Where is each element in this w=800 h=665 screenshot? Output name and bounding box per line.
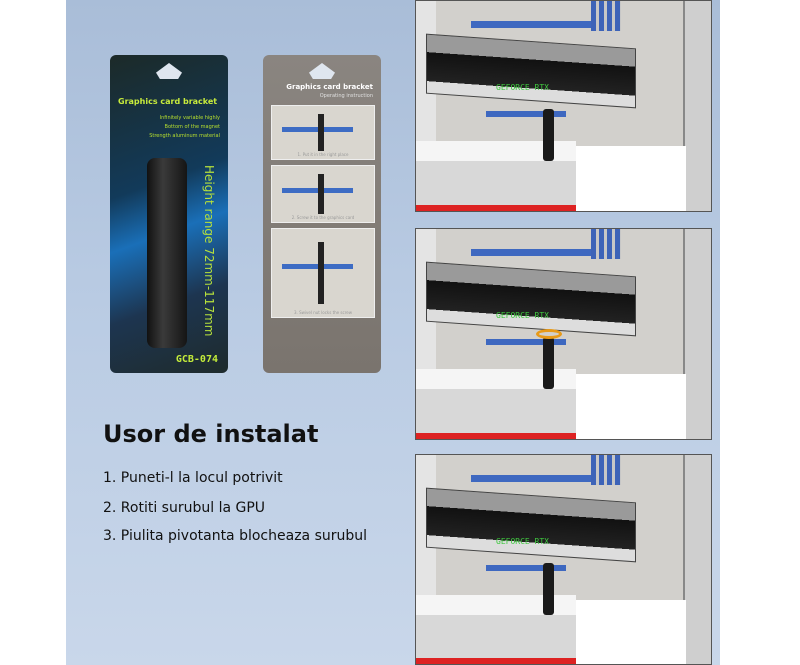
instruction-step: 1. Put it in the right place	[271, 105, 375, 160]
hang-hole	[156, 63, 182, 79]
bracket	[543, 563, 554, 615]
package-title: Graphics card bracket	[118, 97, 218, 106]
package-subtitle: Operating instruction	[319, 93, 373, 99]
package-title: Graphics card bracket	[286, 83, 373, 91]
package-bullet: Infinitely variable highly	[159, 115, 220, 121]
package-bullet: Bottom of the magnet	[164, 124, 220, 130]
instruction-step: 2. Screw it to the graphics card	[271, 165, 375, 223]
bracket	[543, 337, 554, 389]
product-package-front: Graphics card bracket Infinitely variabl…	[110, 55, 228, 373]
instruction-step: 3. Swivel nut locks the screw	[271, 228, 375, 318]
model-number: GCB-074	[175, 354, 218, 365]
step-2: 2. Rotiti surubul la GPU	[103, 500, 266, 516]
rotation-indicator	[536, 329, 562, 339]
heading: Usor de instalat	[103, 420, 319, 448]
gpu-label: GEFORCE RTX	[496, 83, 549, 92]
bracket	[543, 109, 554, 161]
illustration-step-3: GEFORCE RTX	[415, 454, 712, 665]
hang-hole	[309, 63, 335, 79]
bracket-cylinder	[147, 158, 187, 348]
step-1: 1. Puneti-l la locul potrivit	[103, 470, 283, 486]
illustration-step-2: GEFORCE RTX	[415, 228, 712, 440]
gpu-label: GEFORCE RTX	[496, 537, 549, 546]
package-bullet: Strength aluminum material	[149, 133, 220, 139]
gpu-label: GEFORCE RTX	[496, 311, 549, 320]
step-3: 3. Piulita pivotanta blocheaza surubul	[103, 528, 368, 544]
illustration-step-1: GEFORCE RTX	[415, 0, 712, 212]
product-package-back: Graphics card bracket Operating instruct…	[263, 55, 381, 373]
height-range: Height range 72mm-117mm	[202, 165, 216, 337]
